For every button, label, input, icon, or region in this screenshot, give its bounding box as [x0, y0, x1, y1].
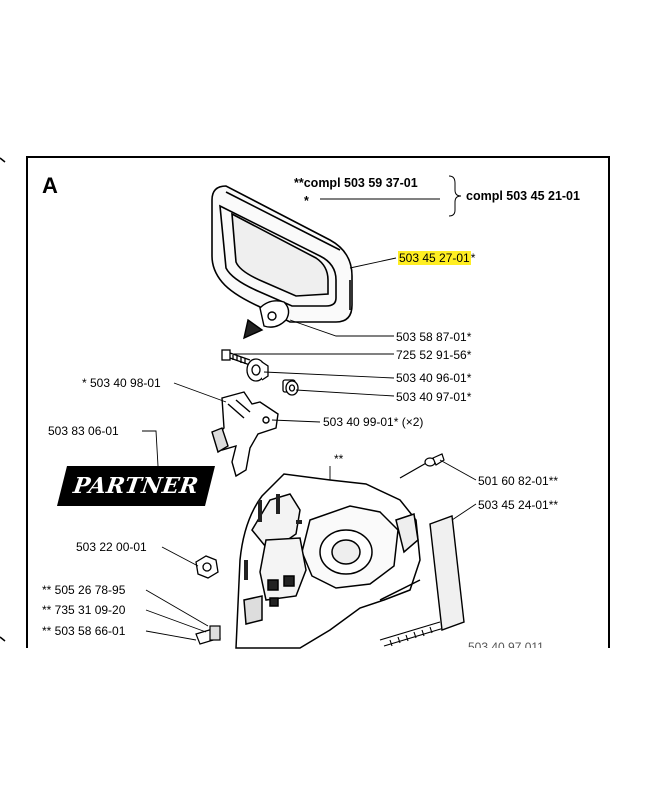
part-label-501-60-82-01: 501 60 82-01**: [478, 474, 559, 488]
part-label-503-45-27-01: 503 45 27-01*: [398, 251, 475, 265]
part-label-503-40-98-01: * 503 40 98-01: [82, 376, 161, 390]
body-detail-marks: [244, 494, 302, 580]
highlighted-part-number: 503 45 27-01: [398, 251, 471, 265]
part-label-503-40-97-01: 503 40 97-01*: [396, 390, 472, 404]
section-letter: A: [42, 173, 58, 198]
bracket-part: [211, 391, 279, 478]
compl-right-label: compl 503 45 21-01: [466, 189, 580, 203]
nut-part: [282, 379, 299, 396]
plate-part: [429, 515, 465, 631]
part-label-suffix: *: [470, 251, 476, 265]
chainsaw-body-part: [235, 473, 421, 649]
part-label-503-40-99-01: 503 40 99-01* (×2): [323, 415, 424, 429]
part-label-503-40-96-01: 503 40 96-01*: [396, 371, 472, 385]
partner-logo-text: PARTNER: [71, 473, 201, 499]
nut-part-2: [195, 555, 219, 579]
brake-lever-part: [243, 300, 290, 340]
chain-cover-part: [211, 185, 353, 323]
part-label-503-22-00-01: 503 22 00-01: [76, 540, 147, 554]
pin-part: [399, 453, 445, 479]
part-label-735-31-09-20: ** 735 31 09-20: [42, 603, 126, 617]
bolt-part: [195, 625, 221, 645]
screw-part: [221, 349, 251, 366]
part-label-star-star: **: [334, 452, 344, 466]
part-label-503-58-87-01: 503 58 87-01*: [396, 330, 472, 344]
part-label-503-45-24-01: 503 45 24-01**: [478, 498, 559, 512]
compl-bracket: [320, 175, 462, 217]
part-label-cut-off: 503 40 97 011: [468, 640, 544, 648]
spring-part: [379, 621, 445, 647]
compl-top-label: **compl 503 59 37-01: [294, 176, 418, 190]
leader-lines: [142, 257, 477, 641]
part-label-503-83-06-01: 503 83 06-01: [48, 424, 119, 438]
part-label-505-26-78-95: ** 505 26 78-95: [42, 583, 126, 597]
part-label-503-58-66-01: ** 503 58 66-01: [42, 624, 126, 638]
scan-edge-mark: [0, 636, 6, 642]
part-label-725-52-91-56: 725 52 91-56*: [396, 348, 472, 362]
compl-star-label: *: [304, 194, 309, 208]
washer-part: [246, 358, 269, 382]
partner-logo: PARTNER: [57, 466, 215, 506]
diagram-frame: [26, 156, 610, 648]
scan-edge-mark: [0, 157, 6, 163]
